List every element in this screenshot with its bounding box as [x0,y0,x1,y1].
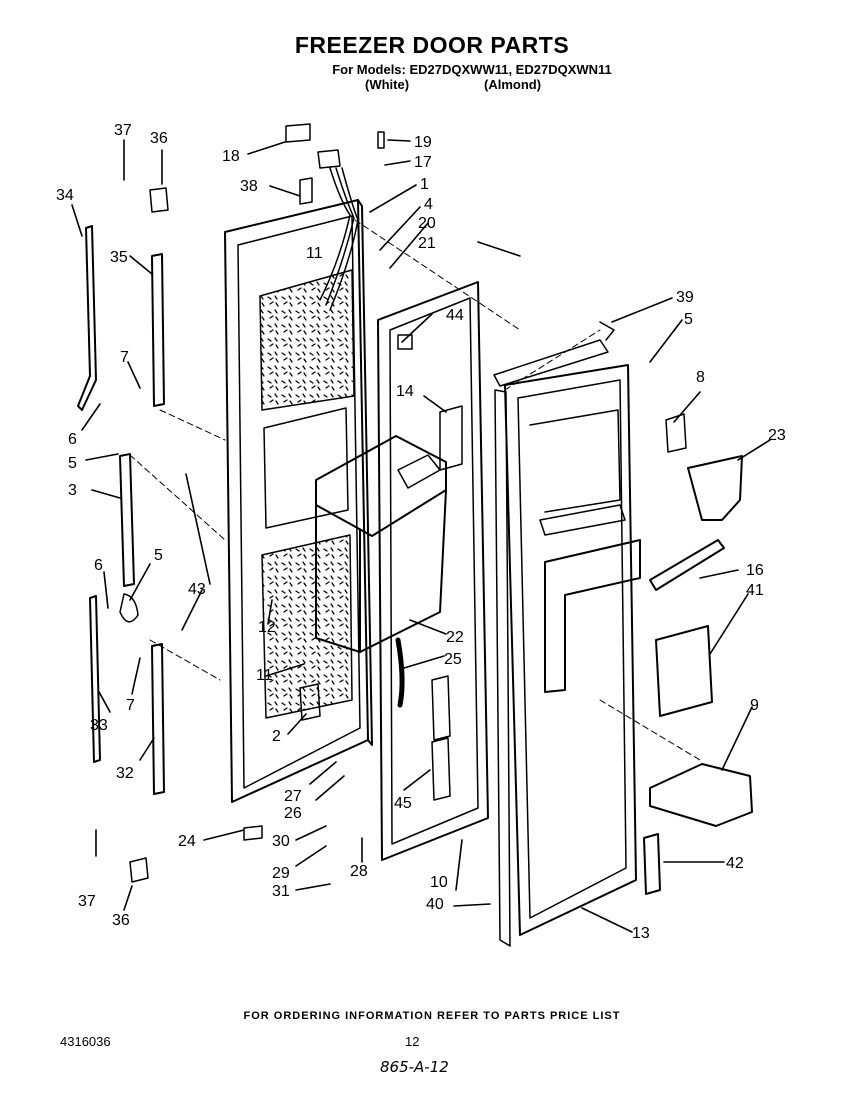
callout-32: 32 [116,765,134,782]
handwritten-note: 865-A-12 [380,1058,449,1076]
callout-12: 12 [258,619,276,636]
callout-36-top: 36 [150,130,168,147]
callout-6-lower: 6 [94,557,103,574]
callout-7-lower: 7 [126,697,135,714]
callout-36-bottom: 36 [112,912,130,929]
hinge-36-top [149,187,169,213]
callout-17: 17 [414,154,432,171]
callout-25: 25 [444,651,462,668]
callout-13: 13 [632,925,650,942]
callout-29: 29 [272,865,290,882]
callout-35: 35 [110,249,128,266]
callout-30: 30 [272,833,290,850]
callout-37-top: 37 [114,122,132,139]
callout-31: 31 [272,883,290,900]
callout-10: 10 [430,874,448,891]
callout-19: 19 [414,134,432,151]
door-liner [493,321,641,947]
callout-40: 40 [426,896,444,913]
callout-8: 8 [696,369,705,386]
callout-33: 33 [90,717,108,734]
callout-28: 28 [350,863,368,880]
callout-34: 34 [56,187,74,204]
callout-43: 43 [188,581,206,598]
door-gasket [377,281,489,861]
callout-44: 44 [446,307,464,324]
callout-21: 21 [418,235,436,252]
hinge-36-bottom [129,857,149,883]
insulation-pads [431,675,451,801]
callout-5-upper: 5 [68,455,77,472]
callout-39: 39 [676,289,694,306]
hinge-33 [89,595,101,763]
callout-6-upper: 6 [68,431,77,448]
callout-42: 42 [726,855,744,872]
callout-38: 38 [240,178,258,195]
callout-5-lower: 5 [154,547,163,564]
variant-white: (White) [365,77,410,92]
hinge-bracket-5 [119,593,139,623]
models-line: For Models: ED27DQXWW11, ED27DQXWN11 [332,62,612,77]
page-title: FREEZER DOOR PARTS [294,32,570,58]
callout-2: 2 [272,728,281,745]
callout-37-bottom: 37 [78,893,96,910]
callout-27: 27 [284,788,302,805]
callout-14: 14 [396,383,414,400]
callout-1: 1 [420,176,429,193]
hinge-34 [77,225,97,411]
callout-18: 18 [222,148,240,165]
channel-35 [151,253,165,407]
callout-11-upper: 11 [306,245,323,262]
ordering-note: FOR ORDERING INFORMATION REFER TO PARTS … [243,1010,621,1022]
callout-45: 45 [394,795,412,812]
clip-8 [665,413,687,453]
wire-harness [317,131,385,311]
callout-5-right: 5 [684,311,693,328]
dispenser-housing [315,435,447,653]
connector-18 [285,123,311,143]
strip-3 [119,453,135,587]
callout-41: 41 [746,582,764,599]
callout-3: 3 [68,482,77,499]
door-outer-panel [224,199,373,803]
callout-16: 16 [746,562,764,579]
callout-22: 22 [446,629,464,646]
trim-strip [649,539,725,591]
label-panel [655,625,713,717]
variant-almond: (Almond) [484,77,542,92]
bracket [643,833,661,895]
post-38 [299,177,313,205]
page-number: 12 [405,1034,420,1049]
callout-23: 23 [768,427,786,444]
callout-4: 4 [424,196,433,213]
callout-20: 20 [418,215,436,232]
callout-labels: 18 38 19 17 1 4 20 21 39 5 8 23 16 41 9 … [56,122,786,942]
callout-11-lower: 11 [256,667,273,684]
callout-9: 9 [750,697,759,714]
tube-25 [395,637,405,708]
callout-7-upper: 7 [120,349,129,366]
callout-26: 26 [284,805,302,822]
drip-tray [649,763,753,827]
dispenser-cup [687,455,743,521]
bumper-24 [243,825,263,841]
part-number: 4316036 [60,1034,111,1049]
channel-32 [151,643,165,795]
leader-lines [71,139,771,933]
callout-24: 24 [178,833,196,850]
